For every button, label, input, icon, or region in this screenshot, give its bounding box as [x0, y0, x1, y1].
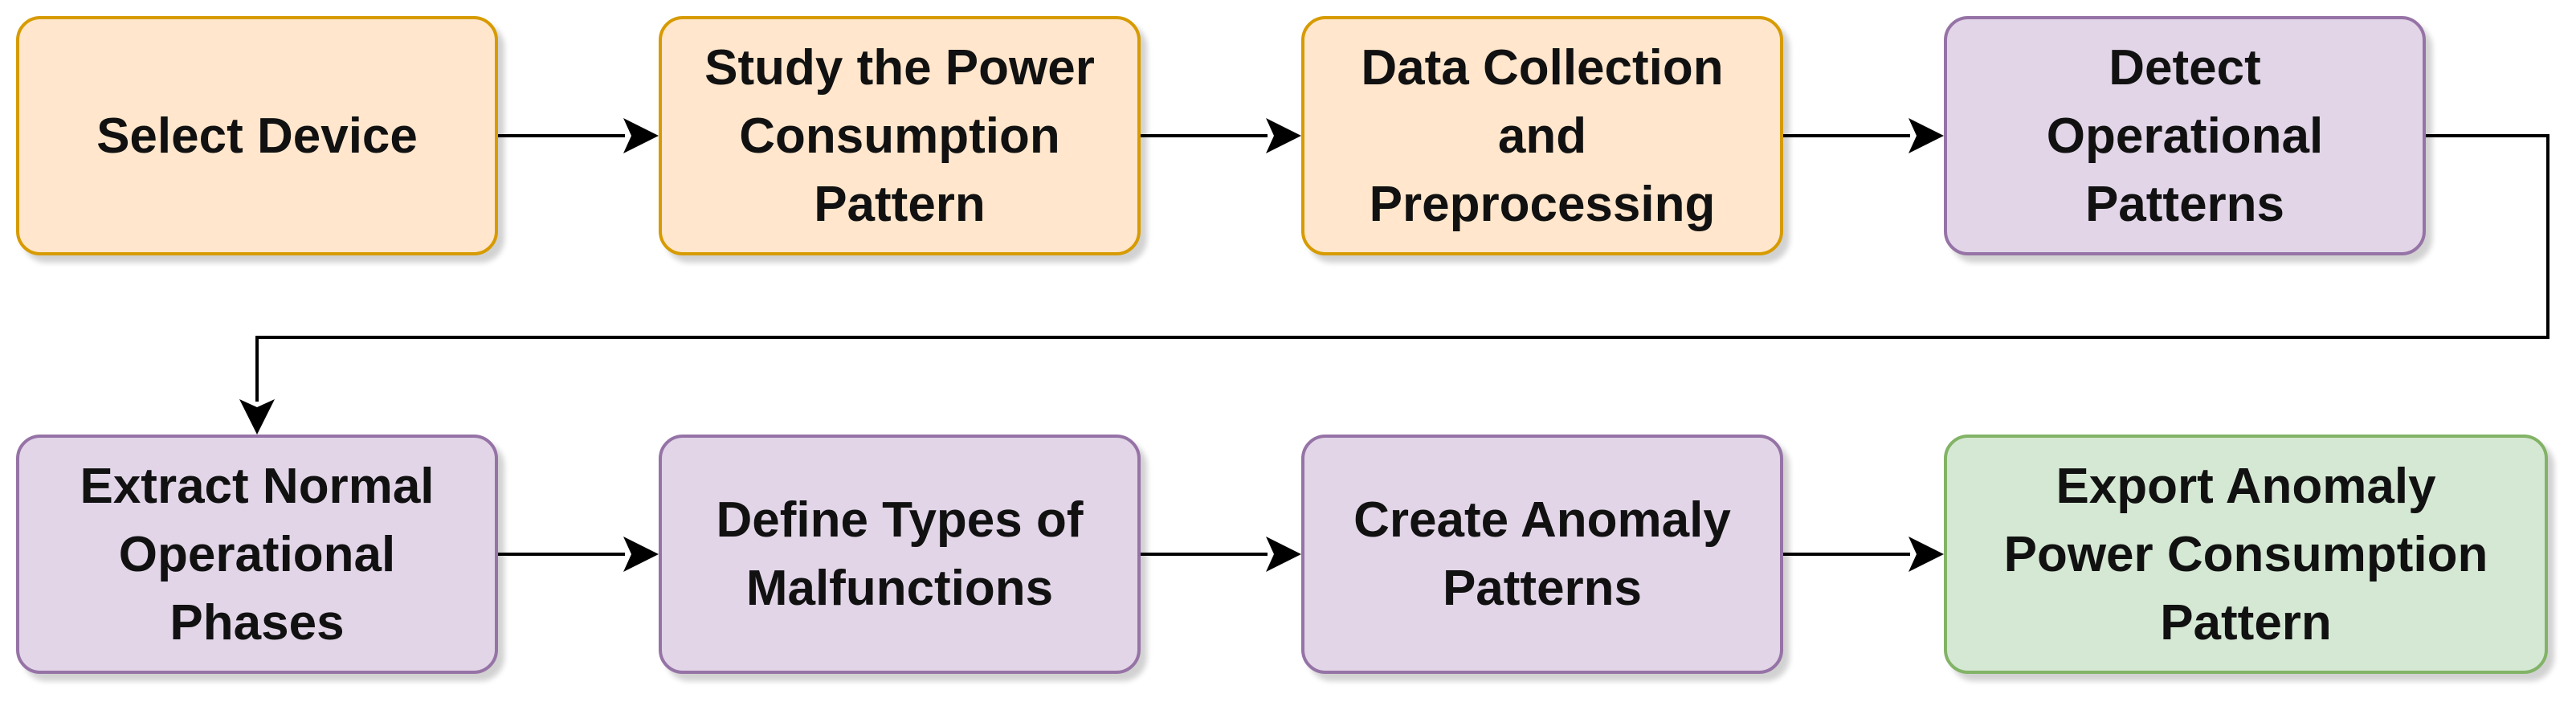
node-label: Study the Power Consumption Pattern	[704, 39, 1095, 232]
node-define-types-of-malfunctions: Define Types of Malfunctions	[659, 435, 1141, 674]
arrowhead-1	[1266, 118, 1301, 153]
arrowhead-3	[239, 399, 275, 435]
node-detect-operational-patterns: Detect Operational Patterns	[1944, 16, 2426, 255]
node-export-anomaly-power-consumption-pattern: Export Anomaly Power Consumption Pattern	[1944, 435, 2548, 674]
node-label: Data Collection and Preprocessing	[1361, 39, 1724, 232]
edge-1	[1141, 118, 1301, 153]
node-create-anomaly-patterns: Create Anomaly Patterns	[1301, 435, 1783, 674]
node-label: Extract Normal Operational Phases	[80, 458, 435, 651]
edge-6	[1783, 537, 1944, 572]
node-label: Export Anomaly Power Consumption Pattern	[2003, 458, 2488, 651]
node-label: Create Anomaly Patterns	[1353, 492, 1731, 616]
node-study-power-consumption-pattern: Study the Power Consumption Pattern	[659, 16, 1141, 255]
arrowhead-4	[623, 537, 659, 572]
edge-2	[1783, 118, 1944, 153]
edge-3	[239, 134, 2549, 435]
arrowhead-6	[1909, 537, 1944, 572]
edge-0	[498, 118, 659, 153]
node-label: Detect Operational Patterns	[2046, 39, 2324, 232]
node-label: Define Types of Malfunctions	[716, 492, 1084, 616]
edge-4	[498, 537, 659, 572]
node-data-collection-preprocessing: Data Collection and Preprocessing	[1301, 16, 1783, 255]
arrowhead-5	[1266, 537, 1301, 572]
node-label: Select Device	[96, 108, 418, 164]
node-select-device: Select Device	[16, 16, 498, 255]
node-extract-normal-operational-phases: Extract Normal Operational Phases	[16, 435, 498, 674]
arrowhead-2	[1909, 118, 1944, 153]
arrowhead-0	[623, 118, 659, 153]
edge-5	[1141, 537, 1301, 572]
